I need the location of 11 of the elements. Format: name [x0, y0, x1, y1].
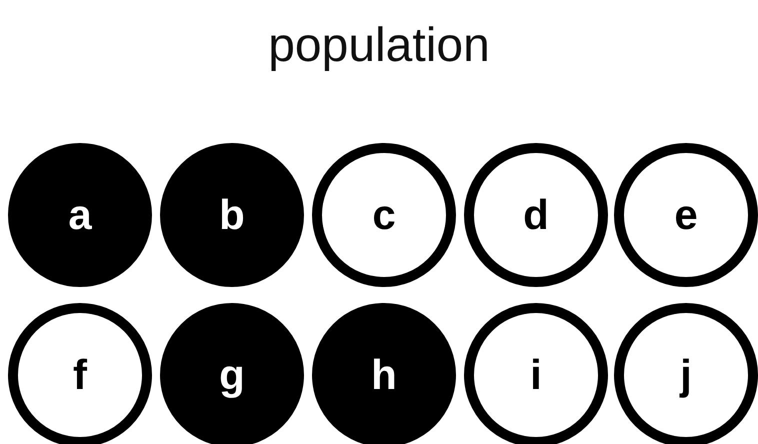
- node-label: f: [73, 354, 87, 396]
- node-label: d: [523, 194, 549, 236]
- node-label: h: [371, 354, 397, 396]
- node-label: c: [372, 194, 396, 236]
- node-label: b: [219, 194, 245, 236]
- title: population: [268, 18, 490, 73]
- node-label: i: [530, 354, 542, 396]
- node-label: g: [219, 354, 245, 396]
- node-label: a: [68, 194, 92, 236]
- node-label: e: [674, 194, 698, 236]
- node-label: j: [680, 354, 692, 396]
